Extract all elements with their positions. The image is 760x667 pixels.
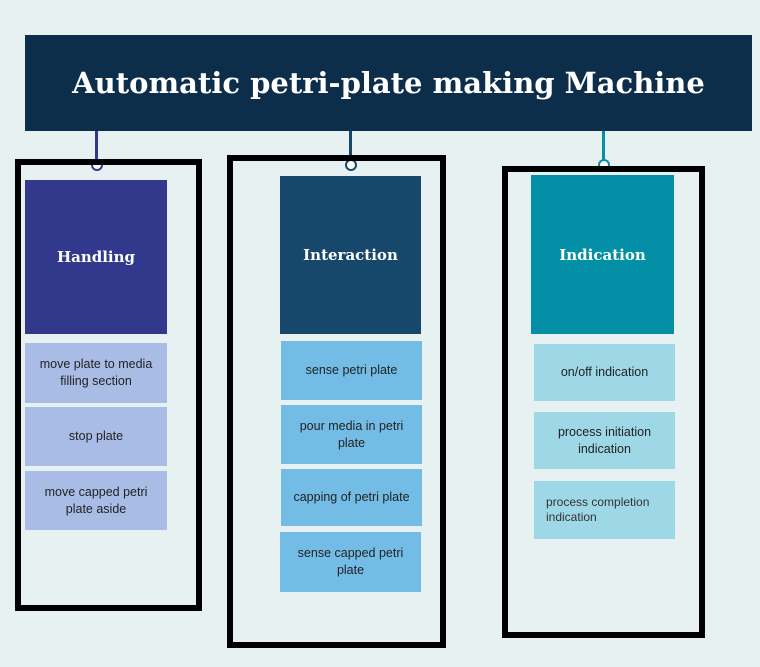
interaction-item-label: capping of petri plate [293, 490, 410, 504]
interaction-item: capping of petri plate [281, 469, 422, 526]
handling-item: stop plate [25, 407, 167, 466]
handling-item-label: move capped petri plate aside [44, 484, 148, 516]
handling-header-label: Handling [56, 248, 136, 266]
indication-header-label: Indication [559, 245, 646, 264]
indication-frame [502, 166, 705, 638]
interaction-item-label: sense capped petri plate [297, 546, 404, 577]
indication-item: on/off indication [534, 344, 675, 401]
handling-item-label: stop plate [68, 429, 124, 443]
interaction-item-label: sense petri plate [305, 363, 398, 377]
diagram-title: Automatic petri-plate making Machine [72, 66, 705, 100]
handling-item-label: move plate to media filling section [39, 357, 153, 388]
connector-handling [95, 131, 98, 163]
handling-item: move plate to media filling section [25, 343, 167, 403]
indication-header: Indication [531, 175, 674, 334]
interaction-item-label: pour media in petri plate [299, 418, 404, 450]
handling-item: move capped petri plate aside [25, 471, 167, 530]
indication-item: process completion indication [534, 481, 675, 539]
interaction-frame [227, 155, 446, 648]
indication-item-label: on/off indication [560, 365, 649, 379]
interaction-item: sense petri plate [281, 341, 422, 400]
interaction-item: sense capped petri plate [280, 532, 421, 592]
indication-item-label: process completion indication [546, 495, 650, 524]
interaction-header-label: Interaction [303, 246, 398, 264]
connector-interaction [349, 131, 352, 163]
handling-header: Handling [25, 180, 167, 334]
title-banner: Automatic petri-plate making Machine [25, 35, 752, 131]
connector-indication [602, 131, 605, 163]
handling-frame [15, 159, 202, 611]
interaction-header: Interaction [280, 176, 421, 334]
indication-item: process initiation indication [534, 412, 675, 469]
interaction-item: pour media in petri plate [281, 405, 422, 464]
indication-item-label: process initiation indication [557, 424, 652, 456]
